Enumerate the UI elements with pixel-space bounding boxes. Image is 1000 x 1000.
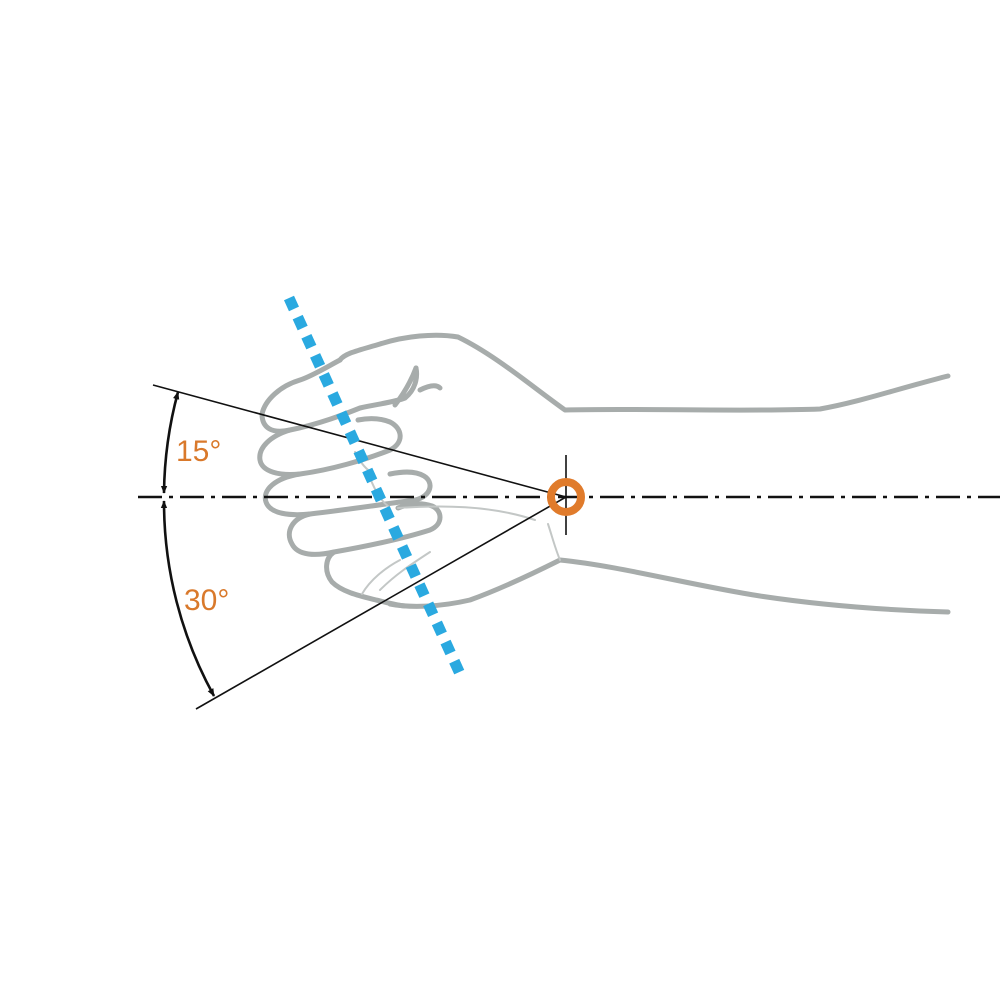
forearm-top-edge: [337, 332, 951, 413]
grip-axis-line: [283, 295, 467, 679]
hand-illustration: [257, 332, 951, 615]
finger-little: [324, 549, 408, 609]
forearm-bottom-edge: [387, 557, 951, 615]
lower-angle-arc: [160, 500, 216, 697]
upper-deviation-ray: [152, 384, 567, 498]
upper-angle-label: 15°: [176, 435, 221, 468]
upper-angle-arc: [160, 391, 180, 494]
finger-middle: [262, 469, 433, 518]
lower-deviation-ray: [195, 496, 567, 710]
lower-angle-label: 30°: [184, 584, 229, 617]
finger-index: [257, 416, 403, 477]
thumb-tip: [392, 365, 443, 408]
angle-dimensions: 15° 30°: [160, 391, 229, 697]
reference-rays: [138, 384, 1000, 710]
pivot-ring-icon: [547, 478, 585, 516]
